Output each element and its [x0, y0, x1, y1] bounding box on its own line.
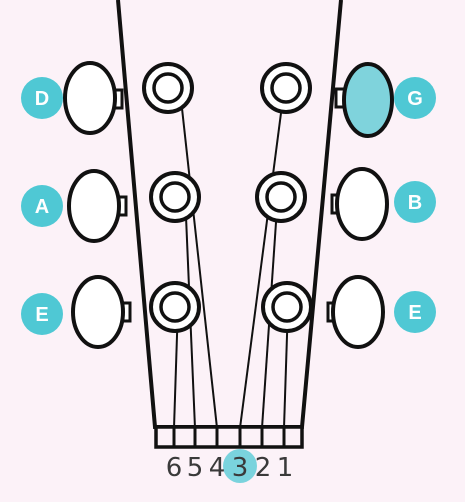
note-label-right-1: G: [407, 88, 423, 110]
selected-string-highlight: [223, 449, 257, 483]
string-number-5[interactable]: 5: [187, 453, 204, 483]
string-number-4[interactable]: 4: [209, 453, 226, 483]
note-button-e-low[interactable]: E: [21, 293, 63, 335]
note-button-g[interactable]: G: [394, 77, 436, 119]
note-button-b[interactable]: B: [394, 181, 436, 223]
nut-slots: [172, 428, 286, 446]
nut: [154, 425, 304, 449]
tuning-peg-right-2[interactable]: [330, 167, 389, 241]
note-badge-icon: [21, 185, 63, 227]
tuning-post-left-2[interactable]: [149, 171, 201, 223]
tuning-peg-right-1[interactable]: [334, 62, 394, 138]
note-label-right-3: E: [408, 302, 421, 324]
headstock-outline: [116, 0, 343, 429]
note-label-left-3: E: [35, 304, 48, 326]
note-label-left-2: A: [35, 196, 49, 218]
note-badge-icon: [21, 77, 63, 119]
note-label-right-2: B: [408, 192, 422, 214]
string-number-1[interactable]: 1: [277, 453, 294, 483]
note-badge-icon: [394, 77, 436, 119]
tuning-post-left-1[interactable]: [142, 62, 194, 114]
note-button-e-high[interactable]: E: [394, 291, 436, 333]
tuning-post-left-3[interactable]: [149, 281, 201, 333]
tuning-post-right-3[interactable]: [261, 281, 313, 333]
note-badge-icon: [21, 293, 63, 335]
string-number-3[interactable]: 3: [232, 453, 249, 483]
note-badge-icon: [394, 181, 436, 223]
note-badge-icon: [394, 291, 436, 333]
tuning-peg-left-1[interactable]: [63, 61, 124, 135]
tuning-peg-left-3[interactable]: [71, 275, 132, 349]
string-number-2[interactable]: 2: [255, 453, 272, 483]
note-button-a[interactable]: A: [21, 185, 63, 227]
tuning-post-right-2[interactable]: [255, 171, 307, 223]
tuning-peg-left-2[interactable]: [67, 169, 128, 243]
note-button-d[interactable]: D: [21, 77, 63, 119]
string-4: [179, 89, 218, 429]
string-number-row: 6 5 4 3 2 1: [166, 453, 294, 483]
strings: [173, 89, 289, 429]
note-label-left-1: D: [35, 88, 49, 110]
string-number-6[interactable]: 6: [166, 453, 183, 483]
string-3: [239, 89, 285, 429]
tuning-peg-right-3[interactable]: [326, 275, 385, 349]
tuning-peg-right-1-knob: [342, 62, 394, 138]
tuning-post-right-1[interactable]: [260, 62, 312, 114]
